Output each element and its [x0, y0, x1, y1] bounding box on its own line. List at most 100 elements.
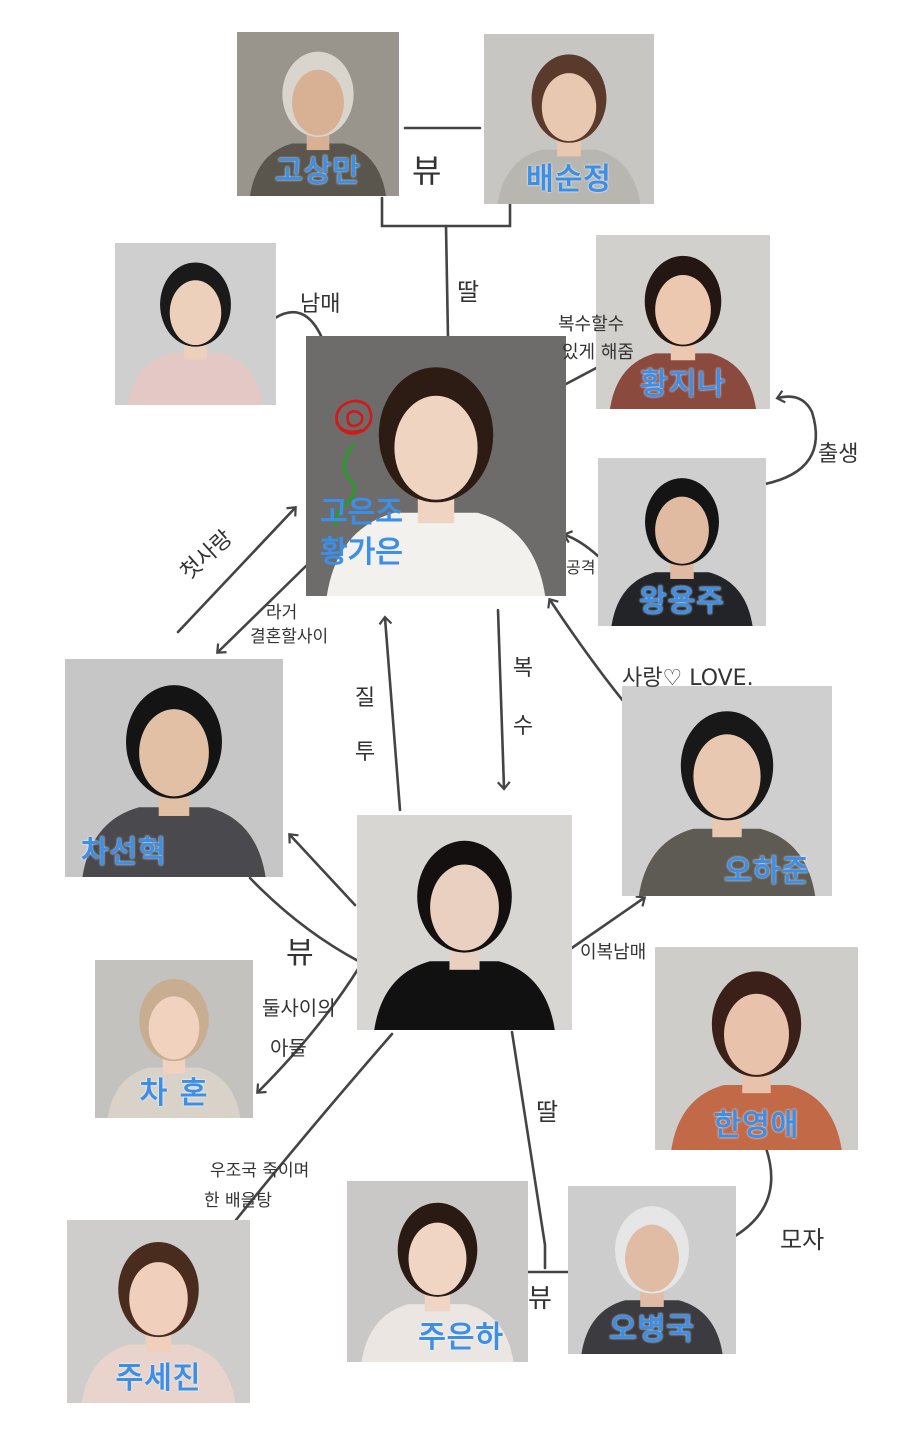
portrait-silhouette	[581, 1206, 723, 1354]
portrait-body	[581, 1300, 723, 1354]
name-cha-seonhyeok: 차선혁	[81, 835, 167, 870]
portrait-face	[169, 280, 222, 346]
label-daughter-top: 딸	[457, 278, 480, 306]
portrait-body	[82, 807, 266, 877]
portrait-face	[408, 1222, 467, 1296]
photo-ju-eunha: 주은하	[347, 1181, 528, 1362]
portrait-silhouette	[611, 478, 753, 626]
portrait-face	[430, 864, 499, 951]
portrait-face	[394, 395, 478, 500]
photo-wang-yongju: 왕용주	[598, 458, 766, 626]
photo-cha-seonhyeok: 차선혁	[65, 659, 283, 877]
name-hwang-gaeun: 황가은	[320, 535, 403, 570]
name-bae-sunjeong: 배순정	[526, 162, 612, 197]
portrait-silhouette	[638, 711, 816, 896]
half-sibling-line	[564, 895, 647, 954]
heart-icon: ♡	[662, 666, 683, 691]
plot-line	[230, 1032, 394, 1227]
love-line	[547, 597, 626, 704]
daughter-line-bottom	[510, 1030, 547, 1270]
label-revenge-2: 수	[512, 714, 534, 739]
sibling-line	[273, 310, 324, 340]
portrait-silhouette	[82, 685, 266, 877]
portrait-silhouette	[81, 1241, 236, 1403]
photo-oh-hajun: 오하준	[622, 686, 832, 896]
daughter-line-top	[444, 224, 450, 340]
portrait-face	[292, 69, 344, 136]
label-couple-bottom: 뷰	[528, 1284, 552, 1314]
label-siblings: 남매	[300, 292, 341, 317]
portrait-silhouette	[497, 54, 641, 204]
label-revenge-help-1: 복수할수	[558, 314, 625, 335]
revenge-line	[496, 608, 511, 791]
name-go-eunjo: 고은조	[320, 495, 403, 530]
name-go-sangman: 고상만	[275, 154, 361, 189]
label-revenge-1: 복	[512, 656, 534, 681]
help-line	[564, 364, 602, 386]
name-oh-hajun: 오하준	[724, 854, 810, 889]
portrait-body	[638, 828, 816, 896]
label-half-sibling: 이복남매	[580, 942, 647, 963]
portrait-silhouette	[249, 51, 387, 196]
name-ju-segin: 주세진	[115, 1361, 202, 1396]
portrait-body	[611, 572, 753, 626]
label-son-2: 아들	[270, 1036, 307, 1060]
name-oh-byeongguk: 오병국	[609, 1312, 695, 1347]
portrait-face	[129, 1262, 188, 1336]
label-love-en: LOVE.	[689, 666, 754, 691]
photo-ju-segin: 주세진	[67, 1220, 250, 1403]
marry-line	[216, 564, 308, 654]
portrait-body	[361, 1304, 514, 1362]
portrait-body	[374, 961, 555, 1030]
portrait-silhouette	[326, 367, 546, 596]
rose-drawing	[334, 399, 373, 527]
label-jealousy-1: 질	[354, 686, 376, 711]
name-hwang-jina: 황지나	[640, 367, 726, 402]
name-wang-yongju: 왕용주	[639, 584, 725, 619]
name-han-yeonge: 한영애	[713, 1108, 800, 1143]
photo-center-woman	[357, 815, 572, 1030]
portrait-silhouette	[107, 978, 241, 1118]
label-love: 사랑♡ LOVE.	[622, 660, 754, 692]
portrait-silhouette	[361, 1202, 514, 1362]
portrait-body	[671, 1085, 842, 1150]
label-love-ko: 사랑	[622, 666, 663, 691]
label-daughter-bottom: 딸	[536, 1098, 559, 1126]
label-son-1: 둘사이의	[262, 996, 336, 1020]
label-birth: 출생	[818, 442, 859, 467]
photo-go-sangman: 고상만	[237, 32, 399, 196]
couple-line-left	[248, 876, 362, 964]
portrait-body	[81, 1344, 236, 1403]
label-couple-top: 뷰	[412, 152, 442, 190]
portrait-face	[693, 734, 761, 819]
label-marry-1: 라거	[266, 603, 298, 623]
portrait-face	[655, 275, 711, 345]
center-to-cha-line	[288, 833, 357, 907]
son-line	[256, 964, 362, 1094]
label-couple-left: 뷰	[286, 936, 314, 971]
jealousy-line	[378, 615, 402, 812]
label-marry-2: 결혼할사이	[250, 627, 329, 647]
portrait-face	[139, 709, 209, 797]
photo-oh-byeongguk: 오병국	[568, 1186, 736, 1354]
portrait-face	[724, 993, 789, 1075]
label-plot-2: 한 배을탕	[204, 1191, 272, 1211]
label-revenge-help-2: 있게 해줌	[562, 342, 634, 363]
portrait-silhouette	[671, 971, 842, 1150]
name-cha-hon: 차 혼	[139, 1076, 209, 1111]
portrait-face	[148, 996, 200, 1060]
photo-bae-sunjeong: 배순정	[484, 34, 654, 204]
photo-cha-hon: 차 혼	[95, 960, 253, 1118]
label-attack: 공격	[566, 558, 596, 577]
label-mother-son: 모자	[780, 1226, 825, 1254]
portrait-body	[127, 353, 264, 405]
first-love-line	[176, 506, 297, 634]
photo-hwang-jina: 황지나	[596, 235, 770, 409]
photo-go-eunjo: 고은조 황가은	[306, 336, 566, 596]
name-ju-eunha: 주은하	[418, 1320, 504, 1355]
portrait-silhouette	[127, 262, 264, 405]
portrait-body	[249, 143, 387, 196]
portrait-face	[625, 1224, 679, 1292]
